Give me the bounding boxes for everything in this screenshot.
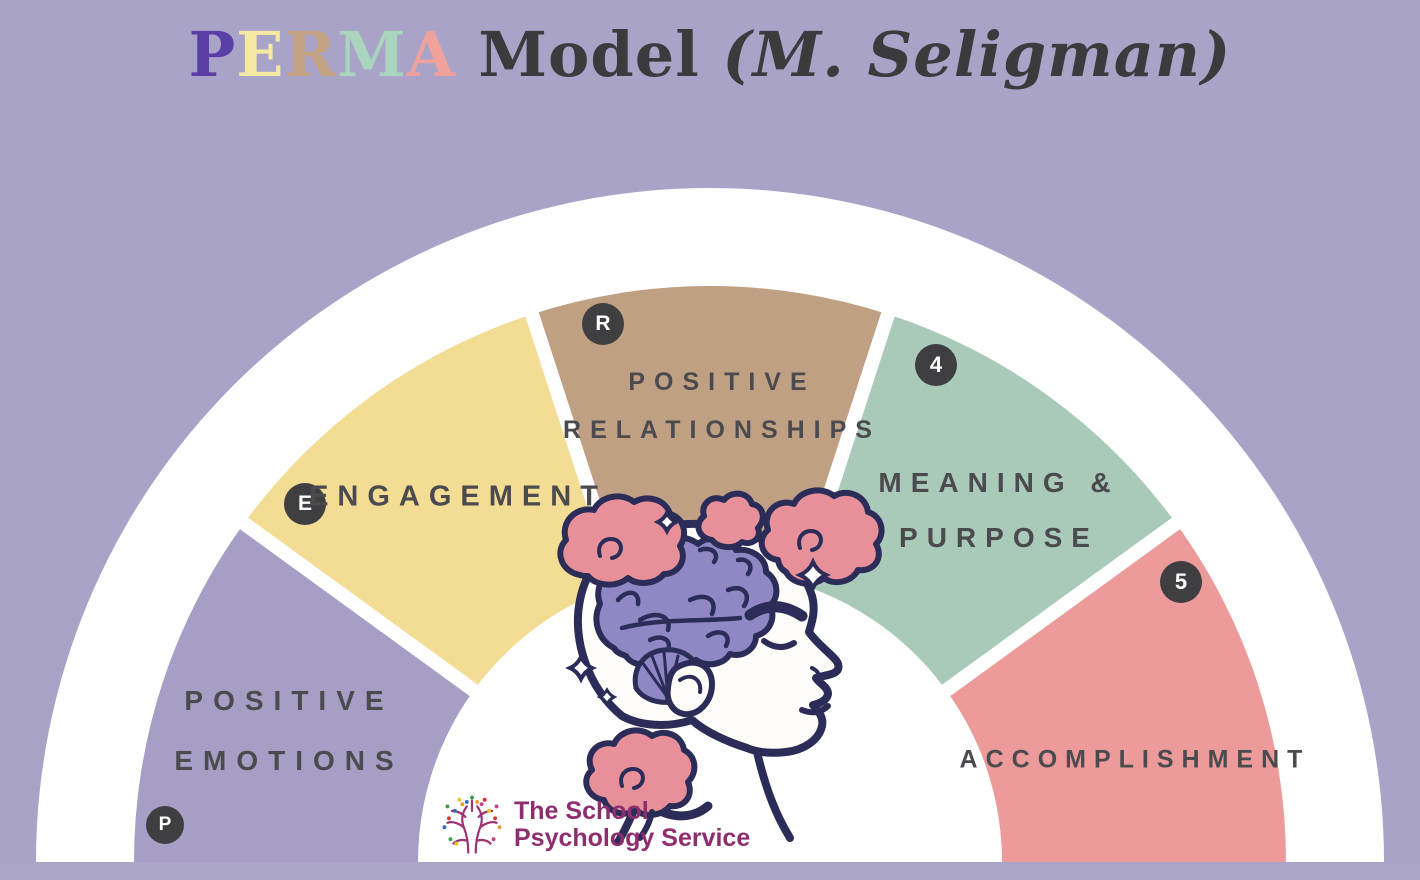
- label-engagement: ENGAGEMENT: [309, 480, 607, 513]
- title-letter: R: [284, 18, 338, 91]
- tree-leaves: [442, 795, 502, 846]
- title-main: Model: [455, 18, 723, 91]
- badge-meaning-purpose: 4: [915, 344, 957, 386]
- ear-inner-line: [678, 674, 703, 694]
- nostril: [810, 666, 821, 679]
- bottom-strip: [0, 862, 1420, 880]
- wheel-base: [36, 188, 1384, 880]
- ear: [664, 659, 715, 718]
- logo-line-2: Psychology Service: [514, 824, 751, 852]
- neck-front-line: [753, 748, 794, 842]
- title-letter: E: [236, 18, 285, 91]
- label-line: ACCOMPLISHMENT: [959, 745, 1311, 774]
- label-line: ENGAGEMENT: [309, 480, 607, 513]
- cloud-curl: [797, 529, 823, 552]
- cloud-curl: [619, 767, 645, 790]
- smile: [799, 703, 831, 716]
- label-line: POSITIVE: [184, 685, 394, 716]
- badge-positive-relationships: R: [582, 303, 624, 345]
- logo-line-1: The School: [514, 797, 649, 825]
- label-meaning-purpose: MEANING & PURPOSE: [878, 455, 1119, 565]
- sparkle-icons: [564, 508, 831, 707]
- label-line: MEANING &: [878, 467, 1120, 498]
- label-line: POSITIVE: [628, 368, 816, 396]
- label-accomplishment: ACCOMPLISHMENT: [959, 745, 1311, 774]
- cloud-top-left: [557, 493, 688, 588]
- label-line: EMOTIONS: [174, 745, 404, 776]
- label-positive-relationships: POSITIVE RELATIONSHIPS: [563, 358, 881, 454]
- cloud-top-middle: [695, 490, 766, 550]
- school-psychology-service-logo: The School Psychology Service: [440, 790, 750, 860]
- logo-text: The School Psychology Service: [514, 798, 750, 852]
- badge-engagement: E: [284, 483, 326, 525]
- title-letter: P: [188, 18, 237, 91]
- label-line: PURPOSE: [899, 522, 1099, 553]
- badge-positive-emotions: P: [146, 806, 184, 844]
- cloud-curl: [597, 537, 623, 560]
- head-profile-with-brain-and-clouds-icon: [557, 487, 885, 846]
- eyebrow: [744, 601, 808, 622]
- tree-icon: [442, 795, 502, 854]
- closed-eye: [761, 638, 797, 650]
- label-line: RELATIONSHIPS: [563, 416, 881, 444]
- title-letter: A: [406, 18, 456, 91]
- title-attribution: (M. Seligman): [722, 18, 1232, 91]
- page-title: PERMA Model (M. Seligman): [0, 18, 1420, 91]
- label-positive-emotions: POSITIVE EMOTIONS: [174, 671, 403, 791]
- title-letter: M: [337, 18, 407, 91]
- badge-accomplishment: 5: [1160, 561, 1202, 603]
- cloud-tail: [637, 809, 655, 841]
